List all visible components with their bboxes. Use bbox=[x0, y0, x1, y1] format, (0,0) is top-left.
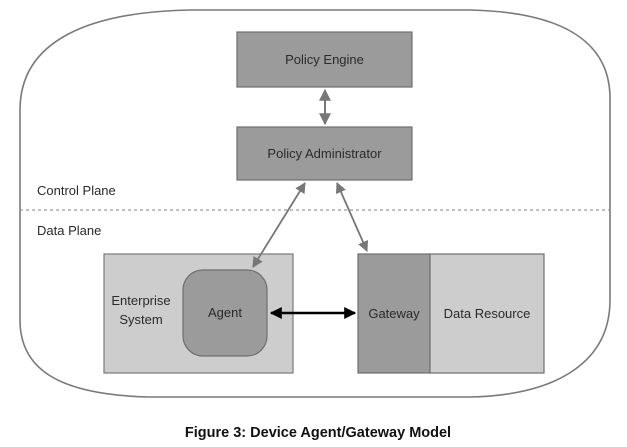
figure-caption: Figure 3: Device Agent/Gateway Model bbox=[185, 425, 451, 441]
agent-box bbox=[182, 269, 268, 357]
gateway-label: Gateway bbox=[368, 306, 420, 321]
policy-administrator-label: Policy Administrator bbox=[267, 146, 382, 161]
edge-administrator-agent bbox=[252, 182, 306, 268]
enterprise-system-label-line1: Enterprise bbox=[111, 293, 170, 308]
data-plane-label: Data Plane bbox=[37, 223, 101, 238]
outer-boundary bbox=[19, 9, 611, 398]
edge-administrator-gateway bbox=[335, 182, 369, 252]
gateway-box bbox=[357, 253, 431, 374]
enterprise-system-label-line2: System bbox=[119, 312, 162, 327]
data-resource-label: Data Resource bbox=[444, 306, 531, 321]
data-resource-box bbox=[429, 253, 545, 374]
policy-engine-label: Policy Engine bbox=[285, 52, 364, 67]
agent-label: Agent bbox=[208, 305, 242, 320]
control-plane-label: Control Plane bbox=[37, 183, 116, 198]
policy-administrator-box bbox=[236, 126, 413, 181]
policy-engine-box bbox=[236, 31, 413, 88]
